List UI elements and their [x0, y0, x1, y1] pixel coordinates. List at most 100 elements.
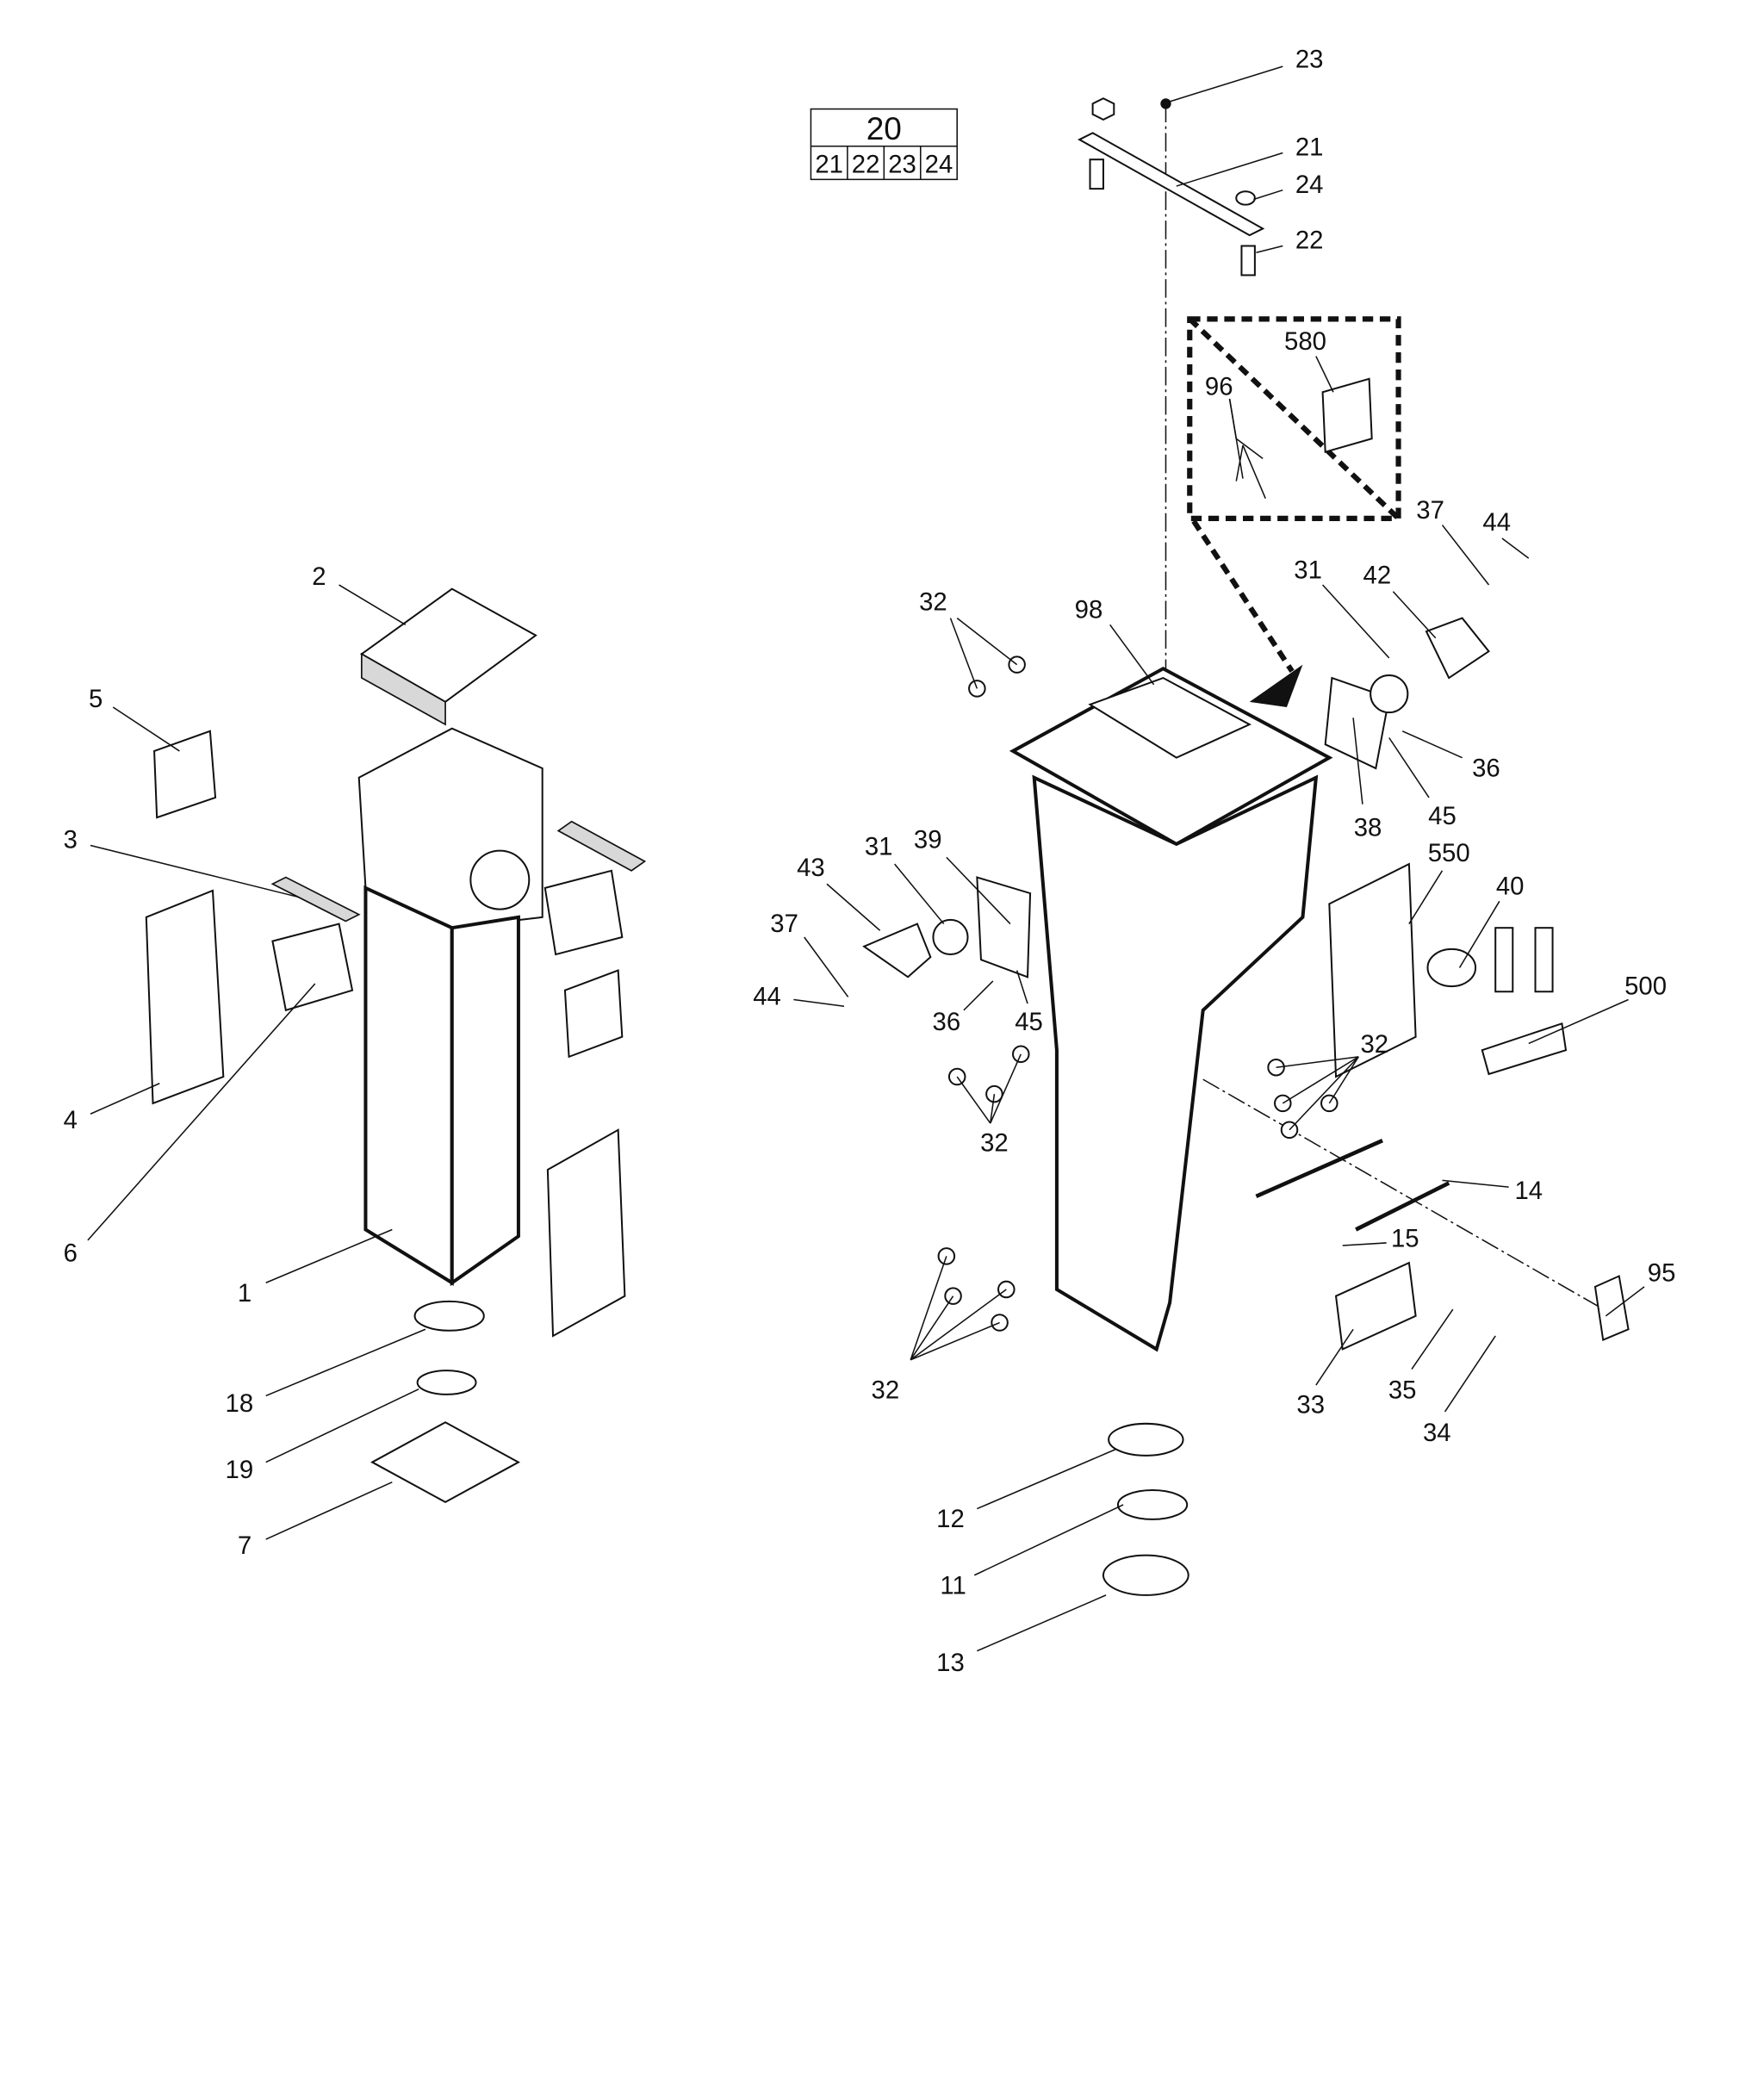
callout-label: 33 — [1296, 1390, 1325, 1419]
nut-32 — [1320, 1094, 1339, 1113]
callout-label: 37 — [770, 910, 798, 938]
part-11-ring — [1116, 1488, 1189, 1520]
callout-33: 33 — [1296, 1328, 1354, 1419]
nut-32 — [997, 1280, 1016, 1299]
callout-label: 15 — [1391, 1225, 1419, 1253]
part-39-gasket — [976, 876, 1032, 978]
part-500-pin — [1494, 927, 1514, 993]
leader-line — [910, 1256, 947, 1360]
callout-label: 11 — [940, 1571, 966, 1600]
part-13-bushing — [1102, 1554, 1189, 1596]
callout-21: 21 — [1176, 134, 1323, 187]
leader-line — [1342, 1242, 1387, 1246]
part-31-cover — [1370, 674, 1409, 714]
leader-line — [1352, 718, 1363, 805]
callout-label: 40 — [1496, 873, 1525, 901]
callout-label: 22 — [1295, 227, 1324, 255]
leader-line — [1256, 245, 1283, 253]
leader-line — [1315, 356, 1334, 393]
leader-line — [949, 618, 978, 689]
callout-45: 45 — [1388, 737, 1457, 830]
callout-1: 1 — [238, 1228, 393, 1308]
part-580-box — [1321, 377, 1373, 454]
leader-line — [894, 863, 945, 925]
callout-label: 32 — [980, 1128, 1009, 1157]
callout-18: 18 — [226, 1328, 426, 1418]
leader-line — [1315, 1328, 1354, 1386]
callout-label: 6 — [64, 1239, 78, 1268]
part-23 — [1160, 98, 1171, 109]
callout-label: 43 — [797, 854, 825, 882]
callout-label: 98 — [1075, 596, 1103, 624]
callout-label: 31 — [865, 832, 893, 860]
part-14-pin — [1255, 1138, 1383, 1199]
callout-37: 37 — [770, 910, 849, 997]
callout-label: 42 — [1363, 561, 1392, 589]
callout-label: 580 — [1284, 327, 1326, 356]
callout-label: 45 — [1015, 1008, 1043, 1036]
part-500-block — [1481, 1022, 1568, 1076]
leader-line — [826, 883, 881, 931]
part-40-disc — [1426, 947, 1477, 988]
part-33-plate — [1334, 1261, 1417, 1351]
callout-label: 32 — [919, 587, 947, 616]
callout-label: 44 — [1482, 508, 1511, 537]
part-42-housing — [1425, 617, 1490, 680]
callout-label: 37 — [1416, 496, 1444, 525]
callout-label: 23 — [1295, 46, 1324, 74]
callout-36: 36 — [1401, 730, 1500, 782]
callout-label: 31 — [1294, 556, 1322, 584]
part-18-bushing — [413, 1300, 485, 1332]
callout-39: 39 — [914, 826, 1011, 925]
leader-line — [1166, 65, 1283, 103]
leader-line — [1228, 398, 1244, 479]
kit-table-item: 24 — [925, 151, 953, 179]
leader-line — [793, 998, 845, 1007]
part-95-cover — [1593, 1275, 1630, 1342]
callout-label: 13 — [936, 1649, 965, 1677]
callout-32: 32 — [1276, 1030, 1388, 1131]
leader-line — [1444, 1335, 1496, 1413]
callout-label: 39 — [914, 826, 942, 854]
part-nut — [1091, 97, 1115, 121]
callout-36: 36 — [933, 980, 994, 1036]
kit-box-diagonal — [1188, 317, 1401, 521]
callout-95: 95 — [1605, 1259, 1675, 1317]
callout-label: 7 — [238, 1531, 252, 1560]
callout-3: 3 — [64, 826, 300, 898]
kit-box-580 — [1187, 316, 1401, 521]
part-12-ring — [1108, 1422, 1184, 1457]
callout-label: 36 — [1472, 754, 1500, 782]
leader-line — [956, 1076, 991, 1124]
callout-label: 500 — [1624, 972, 1667, 1000]
callout-label: 35 — [1388, 1376, 1417, 1404]
part-24-washer — [1235, 190, 1256, 206]
callout-label: 36 — [933, 1008, 961, 1036]
leader-line — [1253, 189, 1283, 201]
callout-label: 3 — [64, 826, 78, 854]
leader-line — [910, 1295, 954, 1361]
callout-32: 32 — [919, 587, 1018, 689]
part-500-pin — [1534, 927, 1554, 993]
leader-line — [977, 1448, 1117, 1510]
leader-line — [956, 617, 1018, 666]
part-96-wires — [1235, 438, 1266, 500]
leader-line — [1276, 1056, 1359, 1068]
part-22-bolt — [1240, 245, 1256, 276]
leader-line — [1411, 1308, 1454, 1370]
part-5-pad-right — [563, 969, 624, 1059]
leader-line — [990, 1093, 996, 1124]
part-43-housing — [862, 923, 932, 978]
part-4-plate-right — [546, 1128, 626, 1338]
callout-12: 12 — [936, 1448, 1117, 1533]
leader-line — [339, 584, 407, 625]
callout-24: 24 — [1253, 171, 1323, 201]
leader-line — [1528, 998, 1629, 1045]
leader-line — [90, 1083, 160, 1115]
accumulator — [469, 849, 531, 910]
callout-label: 32 — [1360, 1030, 1388, 1059]
callout-43: 43 — [797, 854, 881, 931]
part-1-housing-right — [450, 915, 520, 1287]
